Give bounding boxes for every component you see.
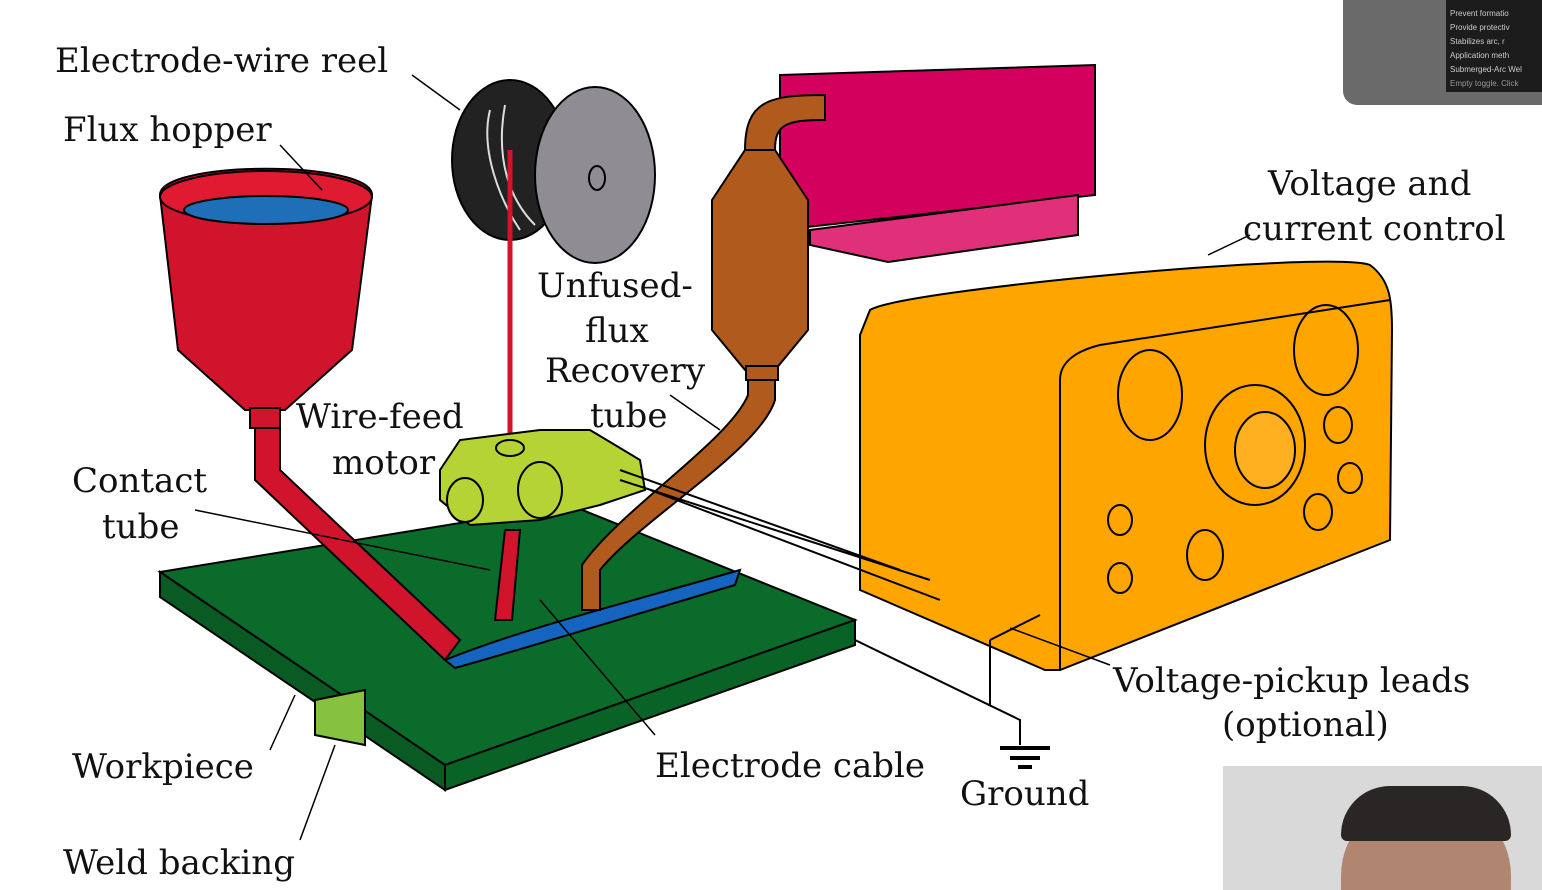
leader-lines	[194, 74, 1251, 841]
flux-bead	[443, 568, 742, 670]
wire-feed-motor	[439, 429, 647, 621]
note-item: Prevent formatio	[1450, 9, 1509, 18]
note-item[interactable]: Empty toggle. Click	[1450, 79, 1519, 88]
workpiece-plate	[157, 503, 858, 792]
label-unfused: Unfused-	[537, 266, 693, 306]
labels: Electrode-wire reel Flux hopper Voltage …	[55, 41, 1506, 883]
label-flux: flux	[585, 311, 649, 351]
electrode-wire-reel	[451, 79, 656, 440]
flux-hopper	[158, 167, 462, 662]
label-cable: Electrode cable	[655, 746, 925, 786]
label-motor: motor	[332, 443, 436, 483]
label-recovery: Recovery	[545, 351, 706, 391]
label-pickup: Voltage-pickup leads	[1112, 661, 1470, 701]
label-contact: Contact	[72, 461, 207, 501]
webcam-video	[1223, 766, 1542, 890]
presenter-hair	[1341, 786, 1511, 841]
label-recovery-tube: tube	[590, 396, 667, 436]
note-item: Provide protectiv	[1450, 23, 1510, 32]
voltage-current-control	[859, 260, 1394, 671]
label-wirefeed: Wire-feed	[296, 397, 464, 437]
note-item[interactable]: Submerged-Arc Wel	[1450, 65, 1522, 74]
label-backing: Weld backing	[63, 843, 295, 883]
label-voltage: Voltage and	[1267, 164, 1471, 204]
note-item: Application meth	[1450, 51, 1510, 60]
label-reel: Electrode-wire reel	[55, 41, 388, 81]
recovery-tube	[581, 93, 826, 611]
label-current: current control	[1243, 209, 1506, 249]
notes-panel: Prevent formatio Provide protectiv Stabi…	[1446, 0, 1542, 92]
label-workpiece: Workpiece	[72, 747, 254, 787]
note-item: Stabilizes arc, r	[1450, 37, 1505, 46]
label-contact-tube: tube	[102, 507, 179, 547]
flux-recovery-unit	[779, 63, 1096, 264]
cables	[619, 469, 1050, 769]
label-ground: Ground	[960, 774, 1089, 814]
label-hopper: Flux hopper	[63, 110, 272, 150]
label-optional: (optional)	[1222, 705, 1389, 745]
